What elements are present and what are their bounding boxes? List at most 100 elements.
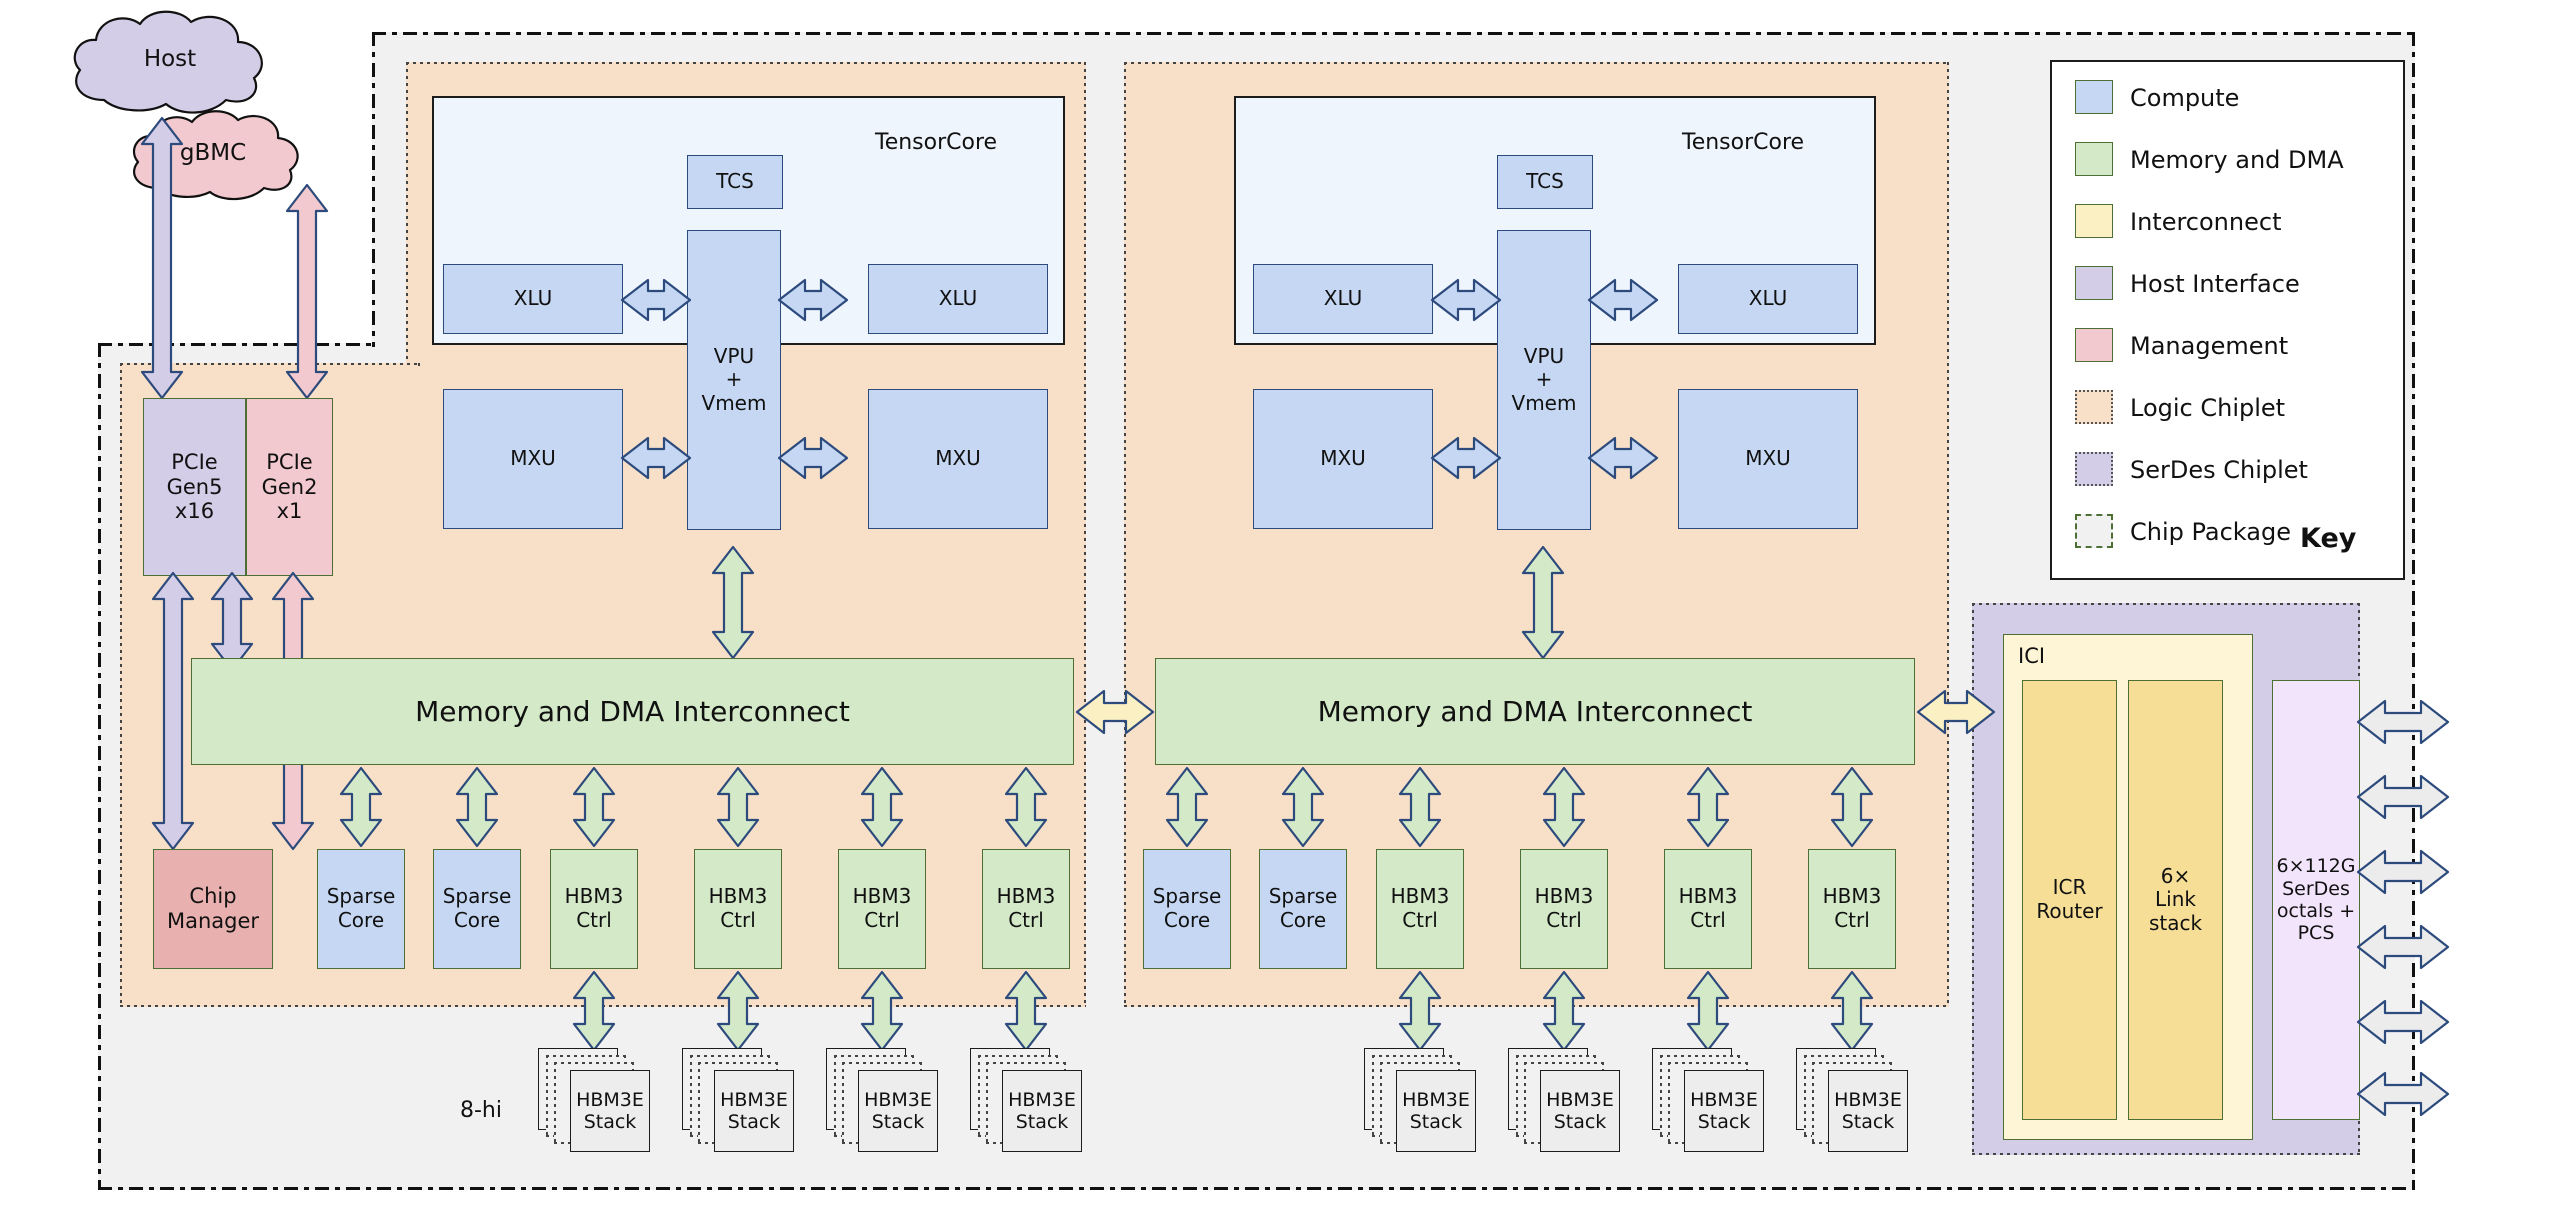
vertical-double-arrow xyxy=(1830,970,1874,1052)
vpu-line-2: + xyxy=(725,367,743,392)
mxu-left-2[interactable]: MXU xyxy=(1253,389,1433,529)
tcs-block-2[interactable]: TCS xyxy=(1497,155,1593,209)
hbm3-ctrl-line-1: HBM3 xyxy=(1678,884,1738,909)
vpu-line-2-2: + xyxy=(1535,367,1553,392)
pcie-gen2-block[interactable]: PCIe Gen2 x1 xyxy=(246,398,333,576)
hbm3-ctrl-line-1: HBM3 xyxy=(852,884,912,909)
chip-manager-line-2: Manager xyxy=(166,909,260,933)
hbm3e-stack-line-1: HBM3E xyxy=(1834,1088,1902,1111)
arrow-pcie5-chipmanager xyxy=(151,571,195,851)
tensorcore-2-label: TensorCore xyxy=(1682,130,1805,155)
sparse-core-line-1: Sparse xyxy=(1152,884,1222,909)
hbm3e-stack-line-1: HBM3E xyxy=(864,1088,932,1111)
vertical-double-arrow xyxy=(860,970,904,1052)
hbm3e-stack-line-2: Stack xyxy=(871,1111,925,1133)
link-stack-block[interactable]: 6× Link stack xyxy=(2128,680,2223,1120)
horizontal-double-arrow xyxy=(2356,1071,2450,1117)
tcs-label-1: TCS xyxy=(716,169,754,194)
hbm3-ctrl-line-2: Ctrl xyxy=(1834,908,1870,932)
memory-dma-interconnect-1[interactable]: Memory and DMA Interconnect xyxy=(191,658,1074,765)
hbm3-ctrl-2-4[interactable]: HBM3 Ctrl xyxy=(1808,849,1896,969)
hbm3-ctrl-1-2[interactable]: HBM3 Ctrl xyxy=(694,849,782,969)
arrow-tensorcore2-interconnect xyxy=(1521,545,1565,660)
vpu-line-1-2: VPU xyxy=(1523,343,1565,368)
chip-manager-block[interactable]: Chip Manager xyxy=(153,849,273,969)
pcie-gen5-line-2: Gen5 xyxy=(166,474,223,499)
hbm3-ctrl-1-3[interactable]: HBM3 Ctrl xyxy=(838,849,926,969)
vertical-double-arrow xyxy=(716,766,760,848)
horizontal-double-arrow xyxy=(2356,849,2450,895)
hbm3e-stack-line-2: Stack xyxy=(727,1111,781,1133)
vertical-double-arrow xyxy=(572,766,616,848)
key-swatch xyxy=(2075,452,2113,486)
link-stack-line-2: Link xyxy=(2155,887,2196,912)
hbm3-ctrl-2-1[interactable]: HBM3 Ctrl xyxy=(1376,849,1464,969)
sparse-core-2-2[interactable]: Sparse Core xyxy=(1259,849,1347,969)
arrow-gbmc-pcie2 xyxy=(285,183,329,400)
vertical-double-arrow xyxy=(1004,766,1048,848)
hbm3-ctrl-line-2: Ctrl xyxy=(1402,908,1438,932)
mxu-left-1[interactable]: MXU xyxy=(443,389,623,529)
vertical-double-arrow xyxy=(572,970,616,1052)
icr-router-block[interactable]: ICR Router xyxy=(2022,680,2117,1120)
key-item-label: Memory and DMA xyxy=(2130,146,2344,174)
hbm3-ctrl-line-1: HBM3 xyxy=(564,884,624,909)
xlu-left-2[interactable]: XLU xyxy=(1253,264,1433,334)
serdes-octals-block[interactable]: 6×112G SerDes octals + PCS xyxy=(2272,680,2360,1120)
hbm3-ctrl-1-1[interactable]: HBM3 Ctrl xyxy=(550,849,638,969)
hbm3-ctrl-line-1: HBM3 xyxy=(1822,884,1882,909)
mxu-right-1[interactable]: MXU xyxy=(868,389,1048,529)
vpu-vmem-block-2[interactable]: VPU + Vmem xyxy=(1497,230,1591,530)
hbm3-ctrl-2-3[interactable]: HBM3 Ctrl xyxy=(1664,849,1752,969)
key-item-label: Interconnect xyxy=(2130,208,2282,236)
key-title: Key xyxy=(2300,523,2357,554)
hbm3e-stack-line-2: Stack xyxy=(1409,1111,1463,1133)
hbm3e-stack-line-2: Stack xyxy=(1553,1111,1607,1133)
key-swatch xyxy=(2075,142,2113,176)
hbm3-ctrl-line-2: Ctrl xyxy=(1546,908,1582,932)
hbm3-ctrl-line-2: Ctrl xyxy=(720,908,756,932)
hbm3e-stack-line-1: HBM3E xyxy=(720,1088,788,1111)
mxu-right-2[interactable]: MXU xyxy=(1678,389,1858,529)
key-item-label: Management xyxy=(2130,332,2289,360)
arrow-vpu-xlu-right-2 xyxy=(1587,278,1659,322)
hbm3-ctrl-2-2[interactable]: HBM3 Ctrl xyxy=(1520,849,1608,969)
tensorcore-1-label: TensorCore xyxy=(875,130,998,155)
hbm3-ctrl-line-2: Ctrl xyxy=(864,908,900,932)
arrow-host-pcie5 xyxy=(140,116,184,400)
xlu-right-1[interactable]: XLU xyxy=(868,264,1048,334)
pcie-gen2-line-1: PCIe xyxy=(266,449,313,474)
hbm3-ctrl-1-4[interactable]: HBM3 Ctrl xyxy=(982,849,1070,969)
vertical-double-arrow xyxy=(1686,766,1730,848)
vpu-vmem-block-1[interactable]: VPU + Vmem xyxy=(687,230,781,530)
horizontal-double-arrow xyxy=(2356,774,2450,820)
memory-dma-interconnect-2[interactable]: Memory and DMA Interconnect xyxy=(1155,658,1915,765)
sparse-core-1-1[interactable]: Sparse Core xyxy=(317,849,405,969)
xlu-left-1[interactable]: XLU xyxy=(443,264,623,334)
vertical-double-arrow xyxy=(1398,970,1442,1052)
key-swatch xyxy=(2075,514,2113,548)
mxu-left-label-2: MXU xyxy=(1320,446,1366,471)
arrow-xlu-vpu-left-1 xyxy=(620,278,692,322)
vertical-double-arrow xyxy=(1542,766,1586,848)
host-cloud: Host xyxy=(60,8,280,127)
xlu-right-2[interactable]: XLU xyxy=(1678,264,1858,334)
vertical-double-arrow xyxy=(1004,970,1048,1052)
pcie-gen5-block[interactable]: PCIe Gen5 x16 xyxy=(143,398,246,576)
tcs-block-1[interactable]: TCS xyxy=(687,155,783,209)
sparse-core-line-1: Sparse xyxy=(1268,884,1338,909)
arrow-vpu-mxu-right-2 xyxy=(1587,436,1659,480)
icr-router-line-2: Router xyxy=(2036,899,2103,923)
chip-manager-line-1: Chip xyxy=(189,884,237,909)
sparse-core-2-1[interactable]: Sparse Core xyxy=(1143,849,1231,969)
sparse-core-1-2[interactable]: Sparse Core xyxy=(433,849,521,969)
arrow-interconnect2-ici xyxy=(1916,689,1996,735)
